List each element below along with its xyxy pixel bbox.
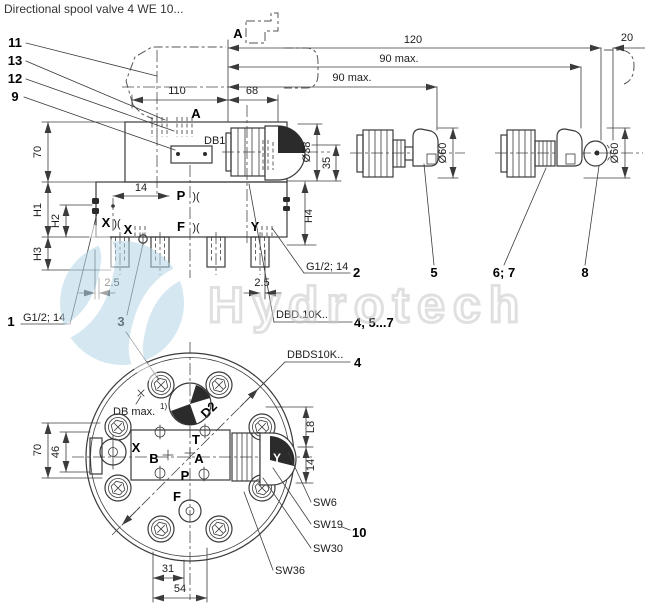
dim-70-flange: 70 [32, 444, 44, 456]
dim-20: 20 [621, 32, 633, 44]
x-port-boss [89, 434, 127, 475]
callout-1: 1 [7, 314, 14, 329]
callout-4: 4 [354, 355, 362, 370]
key-head [583, 140, 608, 167]
dim-35: 35 [321, 157, 333, 169]
port-y-flange: Y [273, 451, 281, 465]
port-p-seal: )( [192, 191, 200, 203]
dim-110: 110 [168, 85, 186, 97]
h4-dimension: H4 [286, 181, 317, 246]
thread-right: G1/2; 14 [306, 261, 348, 273]
port-b-flange: B [149, 451, 158, 466]
port-a-flange: A [194, 451, 204, 466]
dim-dia60-right: Ø60 [609, 143, 621, 164]
watermark: Hydrotech [59, 225, 527, 381]
relief-valve-knob [222, 105, 330, 243]
port-f-flange: F [173, 489, 181, 504]
port-x2: X [124, 222, 133, 237]
watermark-text: Hydrotech [208, 277, 527, 333]
db-port-circle [168, 382, 212, 426]
thread-left: G1/2; 14 [23, 312, 65, 324]
f-port: F [173, 489, 202, 523]
type-dbds: DBDS10K.. [287, 349, 343, 361]
dim-14-flange: 14 [305, 459, 317, 471]
dim-h4: H4 [303, 209, 315, 223]
port-p: P [177, 188, 186, 203]
flange-view: D2 DB max. 1) [32, 342, 366, 603]
port-t-flange: T [192, 432, 200, 447]
dim-h3: H3 [32, 247, 44, 261]
dim-h1: H1 [32, 203, 44, 217]
dim-90-lower: 90 max. [332, 72, 371, 84]
port-y: Y [251, 219, 260, 234]
dim-h2: H2 [50, 214, 62, 228]
top-dimensions: 120 20 90 max. 90 max. 110 68 A [131, 26, 645, 104]
flange-left-dimensions: 70 46 [32, 422, 103, 479]
dim-120: 120 [404, 34, 422, 46]
flange-bottom-dimensions: 31 54 [152, 547, 208, 603]
dim-90-upper: 90 max. [379, 53, 418, 65]
callout-10: 10 [352, 525, 366, 540]
callout-11: 11 [8, 35, 22, 50]
dim-70: 70 [32, 146, 44, 158]
callout-2-group: G1/2; 14 2 [271, 227, 360, 280]
dim-l8: L8 [305, 421, 317, 433]
knob-black-wedge [278, 126, 305, 153]
dim-14: 14 [135, 182, 147, 194]
dim-dia38: Ø38 [301, 142, 313, 163]
label-sw36: SW36 [275, 565, 305, 577]
label-db1: DB1 [204, 135, 225, 147]
label-sw30: SW30 [313, 543, 343, 555]
port-x-seal: )( [113, 218, 121, 230]
drawing-title: Directional spool valve 4 WE 10... [4, 2, 183, 16]
extension-lines [131, 39, 614, 141]
type-dbd: DBD.10K.. [276, 309, 328, 321]
callout-8: 8 [581, 265, 588, 280]
detail-knob-5: Ø60 5 [350, 127, 465, 280]
dbd-callout-group: DBD.10K.. 4, 5...7 [248, 183, 394, 330]
callout-9: 9 [11, 89, 18, 104]
callout-13: 13 [8, 53, 22, 68]
callout-2: 2 [353, 265, 360, 280]
dim-46: 46 [50, 446, 62, 458]
label-sw19: SW19 [313, 519, 343, 531]
label-db-max-note: 1) [160, 402, 167, 411]
dim-54: 54 [174, 583, 186, 595]
y-relief-knob: Y [231, 432, 297, 486]
callout-5: 5 [430, 265, 437, 280]
watermark-logo [59, 225, 185, 381]
port-f: F [177, 219, 185, 234]
dim-68: 68 [246, 85, 258, 97]
flange-right-dimensions: L8 14 [265, 406, 317, 484]
label-a-block: A [191, 106, 201, 121]
knob-dimensions: Ø38 35 [286, 123, 342, 182]
sw-callouts: SW6 SW19 10 SW30 SW36 [243, 451, 366, 577]
label-sw6: SW6 [313, 497, 337, 509]
callout-12: 12 [8, 71, 22, 86]
port-f-seal: )( [192, 222, 200, 234]
callout-6-7: 6; 7 [493, 265, 515, 280]
mounting-face: X B T A P [130, 423, 231, 483]
port-x-flange: X [132, 440, 141, 455]
dim-31: 31 [162, 563, 174, 575]
port-p-flange: P [181, 468, 190, 483]
detail-knob-67-key-8: Ø60 6; 7 8 [493, 127, 643, 280]
label-db-max: DB max. [113, 406, 155, 418]
label-a-top: A [233, 26, 243, 41]
callout-4-5-7: 4, 5...7 [354, 315, 394, 330]
dbds-callout-group: DBDS10K.. 4 [256, 349, 362, 391]
nameplate [170, 145, 213, 164]
dim-2-5-right: 2.5 [254, 277, 269, 289]
port-x1: X [102, 215, 111, 230]
callouts-left: 11 13 12 9 [8, 35, 176, 151]
label-d2: D2 [198, 399, 220, 421]
thread-marks [151, 117, 193, 137]
solenoid-phantom-outline [122, 12, 635, 196]
dim-dia60-left: Ø60 [437, 143, 449, 164]
